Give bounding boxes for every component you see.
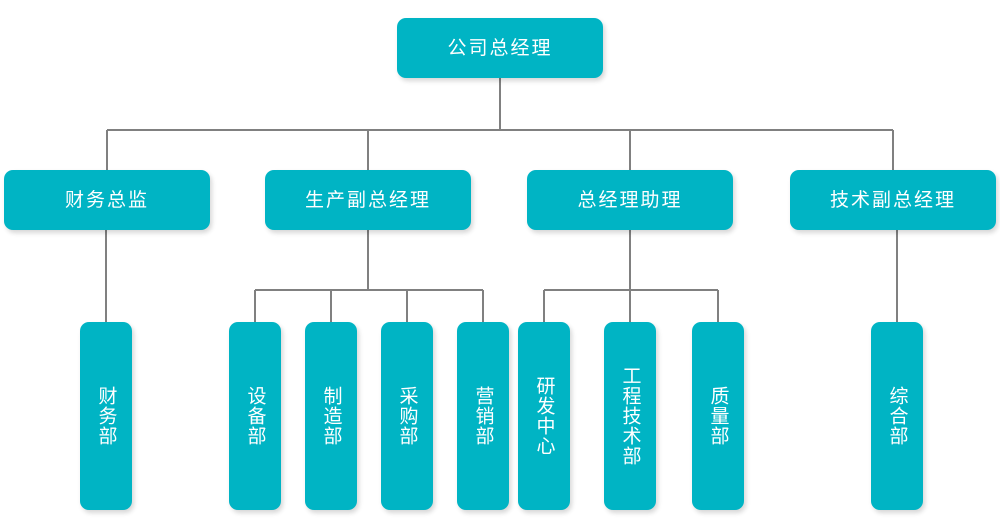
org-node-marketing-department[interactable]: 营销部 — [457, 322, 509, 510]
org-node-technical-vp[interactable]: 技术副总经理 — [790, 170, 996, 230]
org-node-purchasing-department[interactable]: 采购部 — [381, 322, 433, 510]
org-node-manufacturing-department-label: 制造部 — [320, 386, 343, 446]
org-node-manufacturing-department[interactable]: 制造部 — [305, 322, 357, 510]
org-node-marketing-department-label: 营销部 — [472, 386, 495, 446]
org-node-cfo-label: 财务总监 — [64, 188, 149, 211]
org-node-engineering-technology-department[interactable]: 工程技术部 — [604, 322, 656, 510]
org-node-quality-department-label: 质量部 — [707, 386, 730, 446]
org-node-quality-department[interactable]: 质量部 — [692, 322, 744, 510]
org-node-gm-assistant-label: 总经理助理 — [577, 188, 683, 211]
org-node-rnd-center-label: 研发中心 — [533, 376, 556, 456]
org-node-equipment-department[interactable]: 设备部 — [229, 322, 281, 510]
org-node-ceo-label: 公司总经理 — [447, 36, 553, 59]
org-node-general-affairs-department-label: 综合部 — [886, 386, 909, 446]
org-node-production-vp[interactable]: 生产副总经理 — [265, 170, 471, 230]
org-node-equipment-department-label: 设备部 — [244, 386, 267, 446]
org-node-engineering-technology-department-label: 工程技术部 — [619, 366, 642, 466]
org-node-ceo[interactable]: 公司总经理 — [397, 18, 603, 78]
org-node-purchasing-department-label: 采购部 — [396, 386, 419, 446]
org-node-production-vp-label: 生产副总经理 — [304, 188, 431, 211]
org-node-general-affairs-department[interactable]: 综合部 — [871, 322, 923, 510]
org-node-gm-assistant[interactable]: 总经理助理 — [527, 170, 733, 230]
org-node-technical-vp-label: 技术副总经理 — [829, 188, 956, 211]
org-node-cfo[interactable]: 财务总监 — [4, 170, 210, 230]
org-node-rnd-center[interactable]: 研发中心 — [518, 322, 570, 510]
org-node-finance-department-label: 财务部 — [95, 386, 118, 446]
org-node-finance-department[interactable]: 财务部 — [80, 322, 132, 510]
